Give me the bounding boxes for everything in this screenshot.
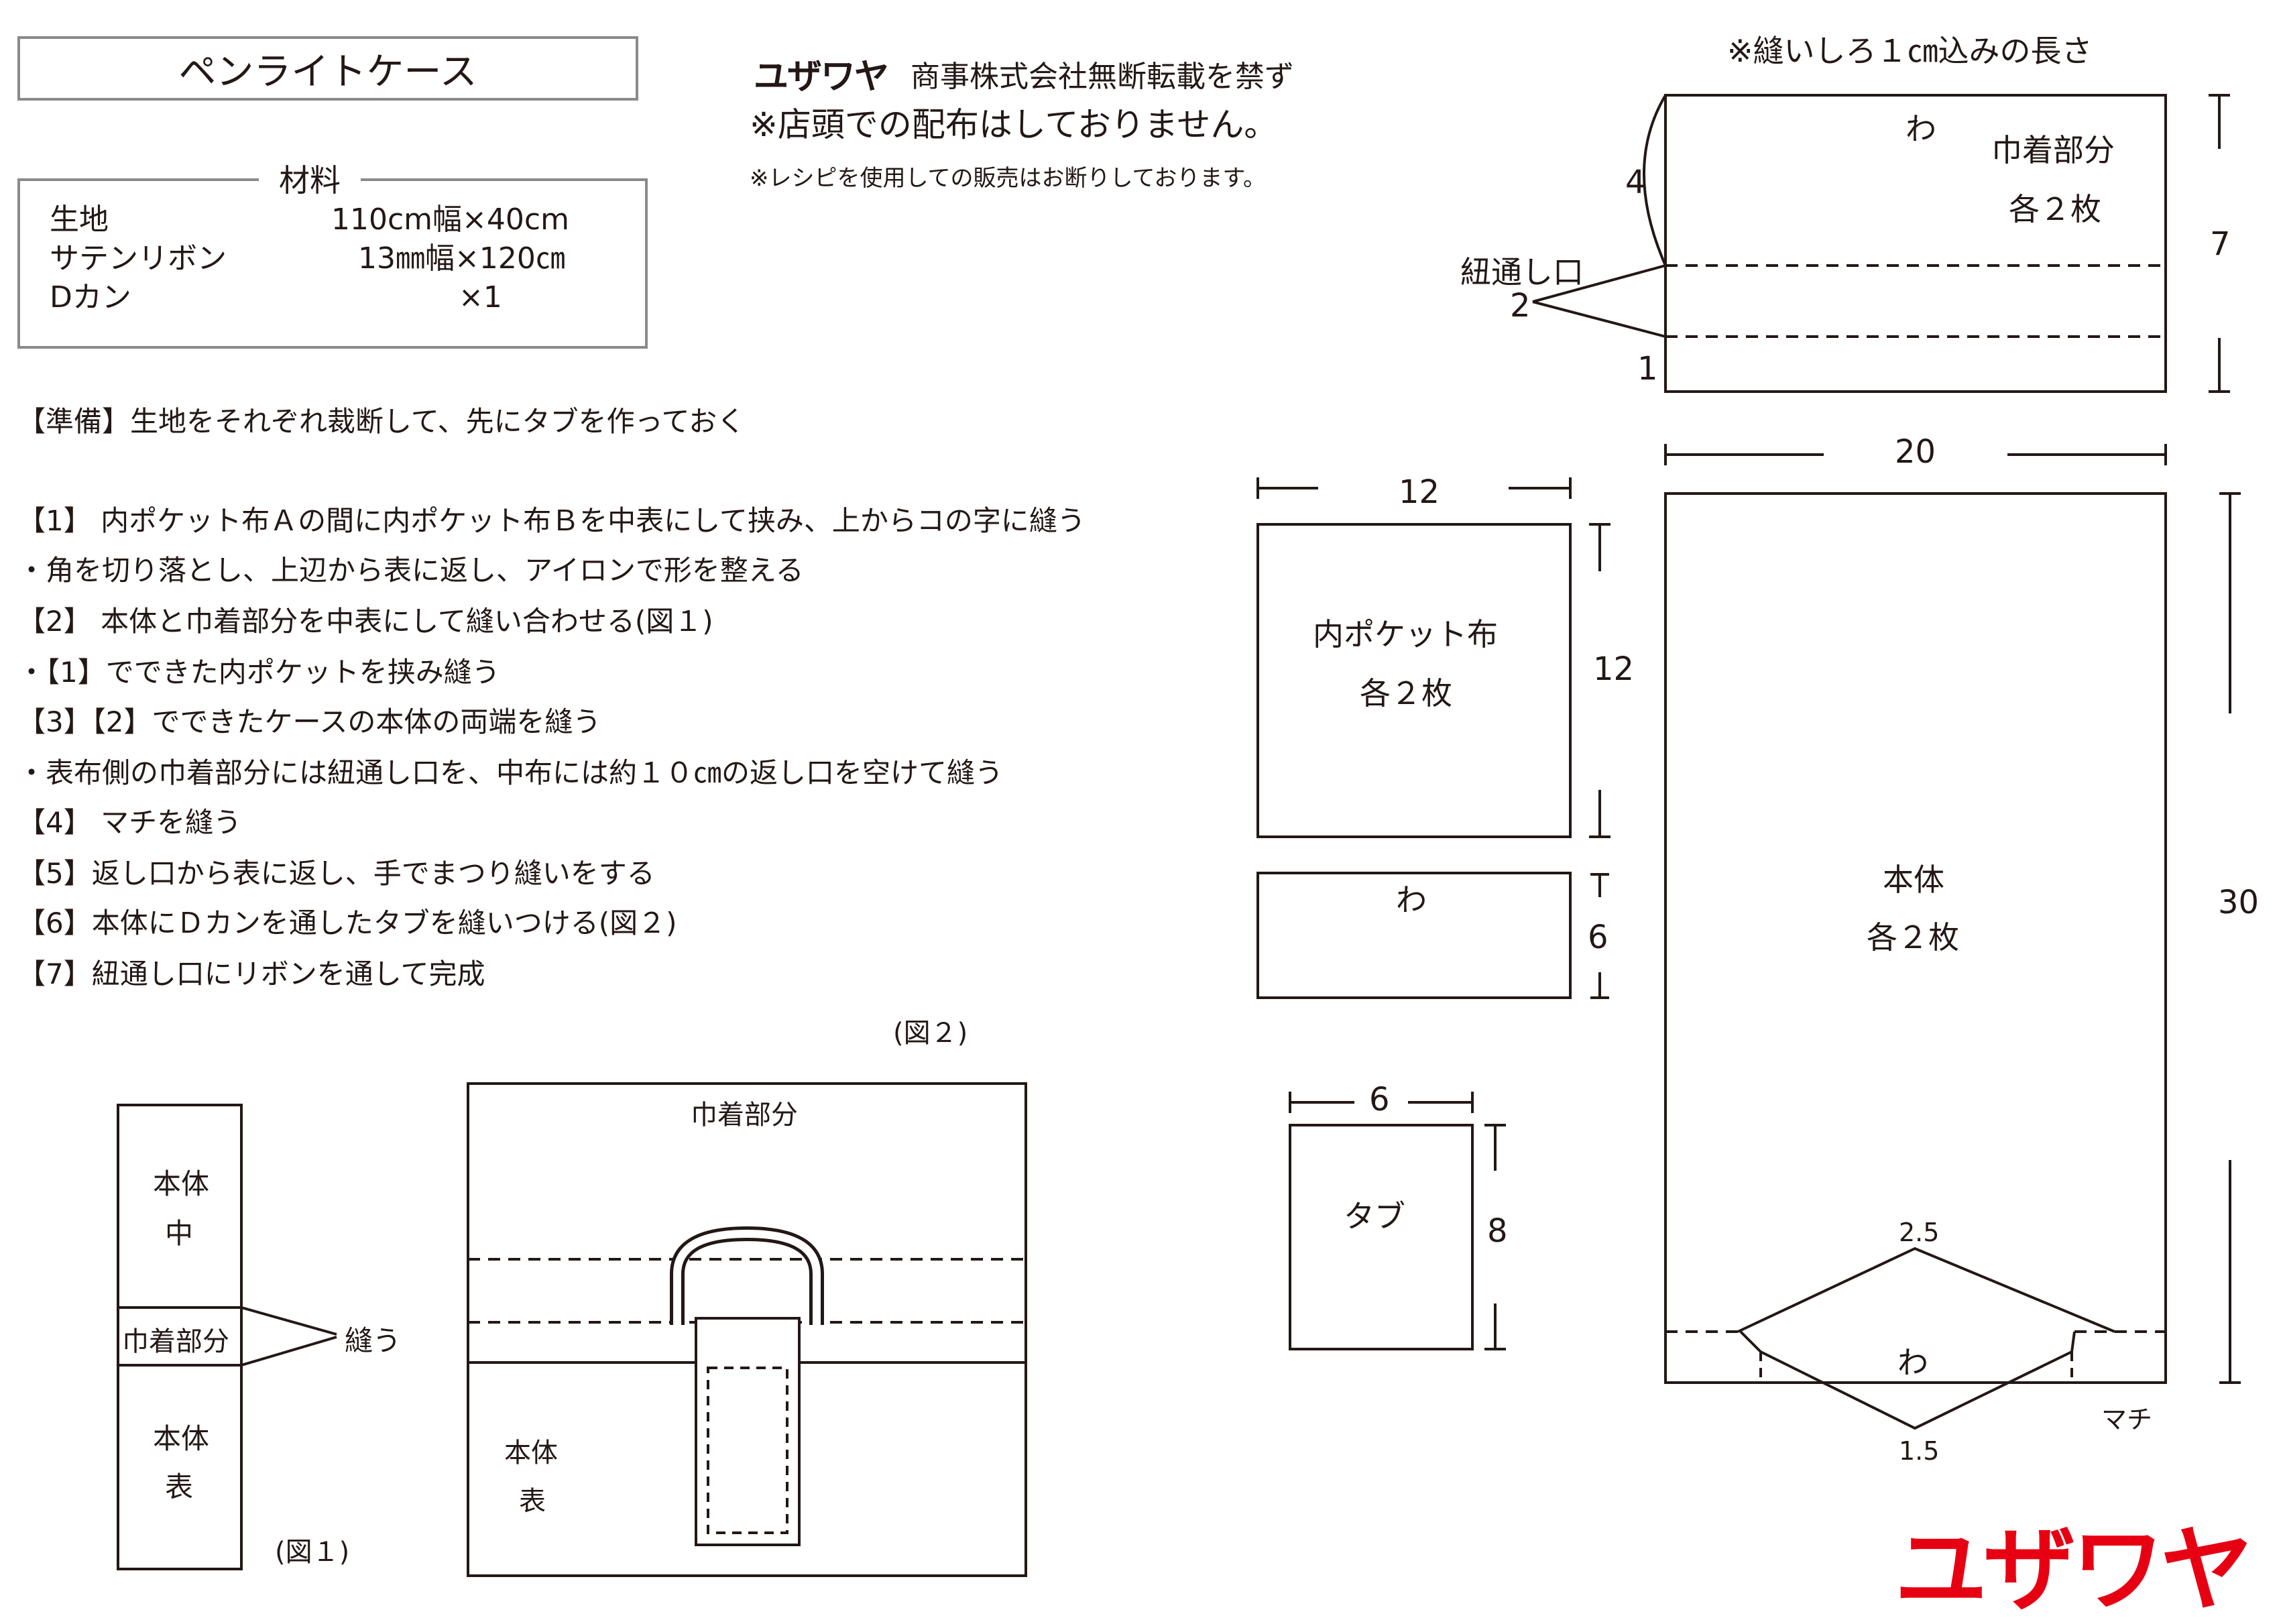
- body-fold-label: わ: [1897, 1344, 1928, 1381]
- drawstring-piece-outline: [1664, 94, 2167, 393]
- body-piece-count: 各２枚: [1867, 919, 1959, 955]
- tab-width-label: 6: [1369, 1081, 1390, 1118]
- figure1-outline: [117, 1104, 243, 1570]
- drawstring-fold-label: わ: [1906, 111, 1936, 147]
- drawstring-dim-4: 4: [1625, 164, 1646, 201]
- pocket-small-height-label: 6: [1588, 919, 1608, 956]
- drawstring-height-label: 7: [2210, 225, 2231, 263]
- figure2-top-label: 巾着部分: [691, 1100, 798, 1130]
- seam-allowance-note: ※縫いしろ１㎝込みの長さ: [1727, 33, 2093, 69]
- brand-logo-small: ユザワヤ: [754, 57, 889, 97]
- figure1-bottom-side-label: 表: [165, 1470, 194, 1503]
- instruction-step: 【3】【2】でできたケースの本体の両端を縫う: [17, 705, 601, 738]
- sale-notice: ※レシピを使用しての販売はお断りしております。: [750, 165, 1267, 192]
- instruction-step: 【5】返し口から表に返し、手でまつり縫いをする: [17, 857, 655, 890]
- material-name: サテンリボン: [50, 241, 227, 276]
- drawstring-piece-name: 巾着部分: [1991, 132, 2115, 168]
- body-piece-outline: [1664, 492, 2167, 1384]
- copyright-notice: 商事株式会社無断転載を禁ず: [911, 60, 1294, 94]
- drawstring-dim-1: 1: [1637, 350, 1658, 388]
- instruction-step: 【7】紐通し口にリボンを通して完成: [17, 958, 485, 990]
- figure2-caption: (図２): [893, 1018, 968, 1049]
- pocket-piece-name: 内ポケット布: [1313, 616, 1498, 652]
- gusset-top-dim: 2.5: [1899, 1218, 1940, 1247]
- body-height-label: 30: [2218, 884, 2260, 921]
- pocket-small-piece-outline: [1256, 872, 1572, 999]
- tab-piece-name: タブ: [1344, 1198, 1405, 1234]
- instruction-step: ・【1】でできた内ポケットを挟み縫う: [17, 656, 500, 689]
- figure1-sew-label: 縫う: [345, 1324, 402, 1357]
- instruction-step: ・角を切り落とし、上辺から表に返し、アイロンで形を整える: [17, 554, 804, 587]
- pocket-small-fold-label: わ: [1396, 882, 1427, 918]
- material-amount: 13㎜幅×120㎝: [358, 241, 565, 276]
- instruction-step: 【4】 マチを縫う: [17, 806, 242, 839]
- material-amount: ×1: [459, 280, 502, 314]
- gusset-label: マチ: [2101, 1405, 2153, 1434]
- pocket-piece-count: 各２枚: [1360, 675, 1452, 711]
- material-name: 生地: [50, 202, 109, 237]
- figure1-top-label: 本体: [153, 1167, 210, 1200]
- instruction-step: 【2】 本体と巾着部分を中表にして縫い合わせる(図１): [17, 605, 713, 638]
- body-piece-name: 本体: [1883, 862, 1944, 898]
- tab-on-body: [695, 1317, 801, 1546]
- figure1-top-side-label: 中: [165, 1217, 194, 1250]
- figure2-body-side-label: 表: [519, 1486, 546, 1517]
- drawstring-opening-pointer-1: [1532, 264, 1666, 303]
- instruction-step: 【6】本体にＤカンを通したタブを縫いつける(図２): [17, 907, 677, 939]
- gusset-top-lines: [1737, 1246, 2115, 1333]
- material-amount: 110cm幅×40cm: [331, 202, 569, 237]
- instruction-step: ・表布側の巾着部分には紐通し口を、中布には約１０㎝の返し口を空けて縫う: [17, 756, 1004, 789]
- gusset-bottom-lines: [1760, 1350, 2072, 1430]
- drawstring-dim-2: 2: [1510, 287, 1531, 325]
- drawstring-dim-arc: [1643, 94, 1667, 266]
- tab-height-label: 8: [1487, 1212, 1508, 1250]
- figure1-bottom-label: 本体: [153, 1422, 210, 1455]
- store-notice: ※店頭での配布はしておりません。: [750, 105, 1278, 144]
- d-ring-icon: [673, 1229, 821, 1325]
- instruction-step: 【1】 内ポケット布Ａの間に内ポケット布Ｂを中表にして挟み、上からコの字に縫う: [17, 504, 1086, 537]
- figure2-body-label: 本体: [504, 1438, 558, 1468]
- gusset-bottom-dim: 1.5: [1899, 1436, 1940, 1466]
- body-width-label: 20: [1895, 433, 1936, 471]
- materials-heading: 材料: [259, 164, 361, 197]
- figure1-middle-label: 巾着部分: [122, 1326, 229, 1357]
- pocket-piece-outline: [1256, 523, 1572, 838]
- pocket-width-label: 12: [1399, 473, 1440, 511]
- figure1-caption: (図１): [275, 1537, 350, 1568]
- page-title: ペンライトケース: [17, 36, 638, 101]
- tab-piece-outline: [1289, 1124, 1474, 1350]
- drawstring-opening-label: 紐通し口: [1460, 254, 1584, 290]
- brand-notice: ユザワヤ: [754, 48, 889, 99]
- drawstring-piece-count: 各２枚: [2009, 191, 2101, 227]
- figure2-outline: [467, 1082, 1027, 1577]
- material-name: Dカン: [50, 280, 131, 314]
- instruction-step: 【準備】生地をそれぞれ裁断して、先にタブを作っておく: [17, 405, 746, 438]
- yuzawaya-logo: ユザワヤ: [1895, 1516, 2253, 1624]
- drawstring-opening-pointer-2: [1532, 300, 1666, 338]
- pocket-height-label: 12: [1593, 650, 1635, 688]
